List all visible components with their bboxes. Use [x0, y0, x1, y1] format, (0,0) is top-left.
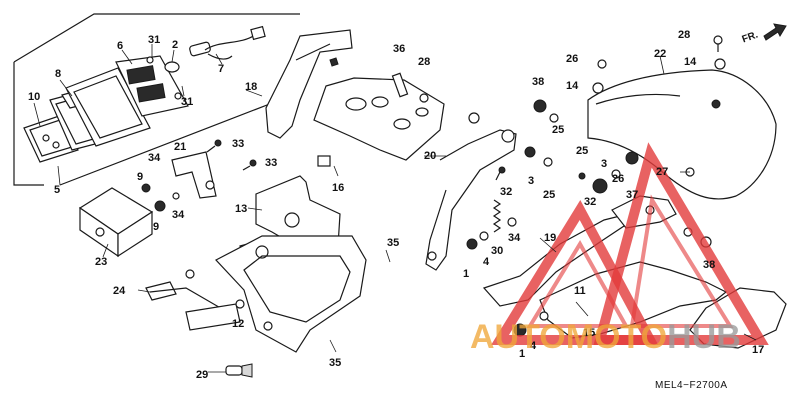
callout-20: 20 — [424, 150, 437, 162]
callout-10: 10 — [28, 91, 41, 103]
callout-3a: 3 — [528, 175, 535, 187]
callout-25b: 25 — [543, 189, 556, 201]
grommets — [479, 99, 559, 241]
callout-32b: 32 — [584, 196, 597, 208]
watermark-moto: MOTO — [565, 318, 668, 356]
callout-12: 12 — [232, 318, 245, 330]
callout-8: 8 — [55, 68, 62, 80]
callout-2: 2 — [172, 39, 179, 51]
callout-14b: 14 — [684, 56, 697, 68]
center-panel — [313, 77, 445, 167]
callout-25c: 25 — [576, 145, 589, 157]
socket-unit — [115, 55, 189, 117]
callout-9a: 9 — [137, 171, 144, 183]
callout-26b: 26 — [612, 173, 625, 185]
bulb-and-harness — [164, 25, 266, 73]
callout-19: 19 — [544, 232, 557, 244]
callout-26a: 26 — [566, 53, 579, 65]
callout-35b: 35 — [329, 357, 342, 369]
callout-35a: 35 — [387, 237, 400, 249]
watermark-triangles — [491, 142, 769, 345]
callout-34c: 34 — [508, 232, 521, 244]
lamp-stay — [145, 269, 245, 331]
callout-33a: 33 — [232, 138, 245, 150]
watermark-hub: HUB — [667, 318, 741, 356]
callout-7: 7 — [218, 63, 225, 75]
callout-38b: 38 — [703, 259, 716, 271]
callout-1a: 1 — [463, 268, 470, 280]
taillight-base — [65, 67, 151, 147]
license-bulb — [225, 363, 253, 378]
callout-5: 5 — [54, 184, 61, 196]
bolt-36 — [391, 72, 429, 103]
callout-29: 29 — [196, 369, 209, 381]
watermark-logo: AUTOMOTOHUB — [470, 318, 741, 357]
callout-23: 23 — [95, 256, 108, 268]
callout-13: 13 — [235, 203, 248, 215]
bracket-21 — [141, 139, 257, 212]
front-arrow — [763, 23, 787, 41]
callout-1b: 1 — [519, 348, 526, 360]
license-bracket — [215, 235, 367, 353]
callout-14a: 14 — [566, 80, 579, 92]
callout-25a: 25 — [552, 124, 565, 136]
callout-28b: 28 — [678, 29, 691, 41]
under-cowl — [689, 287, 787, 349]
callout-4a: 4 — [483, 256, 490, 268]
callout-16: 16 — [332, 182, 345, 194]
callout-32a: 32 — [500, 186, 513, 198]
callout-27: 27 — [656, 166, 669, 178]
diagram-code: MEL4−F2700A — [655, 380, 728, 391]
callout-15: 15 — [583, 327, 596, 339]
taillight-group-frame — [13, 13, 300, 186]
callout-36: 36 — [393, 43, 406, 55]
callout-22: 22 — [654, 48, 667, 60]
rear-bracket-20 — [425, 112, 517, 271]
callout-30: 30 — [491, 245, 504, 257]
inner-fender — [265, 29, 353, 139]
callout-31a: 31 — [148, 34, 161, 46]
callout-34a: 34 — [148, 152, 161, 164]
callout-18: 18 — [245, 81, 258, 93]
callout-24: 24 — [113, 285, 126, 297]
callout-38a: 38 — [532, 76, 545, 88]
leader-lines — [33, 44, 757, 373]
callout-28a: 28 — [418, 56, 431, 68]
callout-33b: 33 — [265, 157, 278, 169]
callout-4b: 4 — [530, 340, 537, 352]
callout-11: 11 — [574, 285, 586, 297]
callout-21: 21 — [174, 141, 187, 153]
callout-34b: 34 — [172, 209, 185, 221]
callout-9b: 9 — [153, 221, 160, 233]
watermark-auto: AUTO — [470, 318, 566, 356]
reflector — [78, 187, 154, 258]
callout-17: 17 — [752, 344, 765, 356]
callout-37: 37 — [626, 189, 639, 201]
spring-30 — [492, 199, 502, 233]
callout-31b: 31 — [181, 96, 194, 108]
callout-3b: 3 — [601, 158, 608, 170]
callout-6: 6 — [117, 40, 124, 52]
